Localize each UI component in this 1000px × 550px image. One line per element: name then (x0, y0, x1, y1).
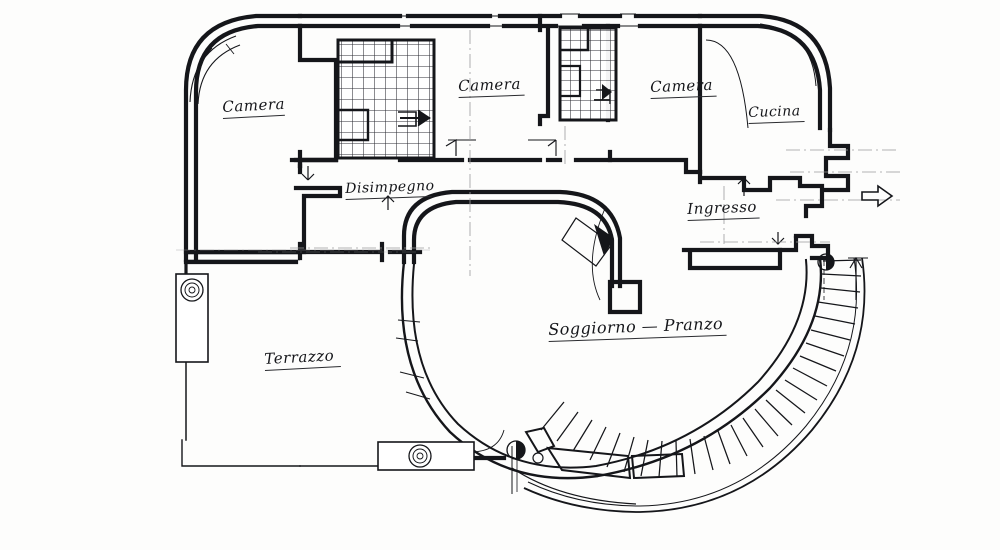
room-label-camera-left: Camera (221, 94, 286, 119)
wall-terrace-south (181, 439, 301, 467)
door-arc-soggiorno (591, 205, 607, 301)
columns (175, 273, 475, 471)
tiled-service-block-left (336, 38, 436, 160)
label-text: Camera (221, 94, 286, 116)
wall-mid-horizontal-left (183, 241, 303, 261)
curved-exterior-stair (511, 257, 866, 513)
wall-soggiorno-outer-curve-inner (411, 258, 808, 469)
room-label-camera-right: Camera (649, 75, 717, 99)
wall-bedroom-south-e (607, 149, 703, 175)
window-soggiorno-sw-3 (399, 371, 425, 379)
wall-soggiorno-outer-curve (400, 256, 823, 480)
window-nw-bay (189, 35, 237, 103)
room-label-terrazzo: Terrazzo (263, 346, 341, 371)
room-label-disimpegno: Disimpegno (344, 177, 435, 200)
room-label-camera-center: Camera (457, 74, 525, 98)
door-arc-cucina (705, 39, 749, 129)
wall-center-partition (537, 13, 551, 127)
stair-direction-arrow (823, 256, 868, 300)
label-text: Ingresso (686, 197, 758, 218)
round-column-terrace-south (377, 441, 475, 471)
window-north-3 (556, 13, 584, 27)
wall-east-entry (803, 127, 851, 219)
window-openings (186, 13, 817, 400)
wall-ingresso-block (681, 247, 783, 271)
window-soggiorno-sw-1 (397, 319, 421, 323)
basin-fixture-entry (817, 253, 835, 271)
wall-northwest-curve-inner (193, 23, 303, 263)
stair-landing-blocks (524, 426, 686, 480)
fixtures (506, 253, 835, 464)
stair-landing-edge (511, 467, 637, 505)
centerlines (176, 30, 900, 276)
stair-outer-edge-2 (527, 257, 858, 507)
window-north-4 (618, 13, 640, 27)
window-soggiorno-sw-4 (405, 391, 431, 400)
label-text: Camera (457, 74, 522, 95)
wall-east-entry-lower (793, 233, 831, 261)
wall-disimpegno-nw (293, 185, 343, 255)
stair-outer-edge (523, 257, 866, 513)
opening-mid-left (186, 253, 300, 261)
wall-soggiorno-inner-curve (401, 189, 623, 289)
window-nw-bay-2 (197, 44, 241, 105)
window-ne-bay (759, 23, 817, 87)
fireplace-block (607, 279, 643, 315)
room-label-ingresso: Ingresso (686, 197, 760, 221)
room-label-cucina: Cucina (747, 103, 805, 124)
label-text: Terrazzo (263, 346, 335, 368)
window-north-2 (488, 15, 504, 27)
label-text: Disimpegno (344, 177, 435, 197)
basin-fixture-soggiorno (506, 440, 544, 464)
wall-soggiorno-inner-curve-2 (411, 199, 615, 289)
tiled-service-block-right (558, 26, 618, 122)
wall-disimpegno-run (301, 241, 385, 263)
wall-northeast-curve (697, 13, 833, 133)
wall-northeast-curve-inner (697, 23, 823, 131)
door-leaf-soggiorno-fill (594, 224, 614, 256)
window-soggiorno-sw-2 (395, 337, 419, 342)
label-text: Camera (649, 75, 714, 96)
window-north-1 (400, 15, 412, 27)
label-text: Cucina (747, 103, 801, 121)
structural-walls (181, 13, 851, 480)
stair-treads (540, 259, 862, 478)
door-jamb-marks (301, 138, 785, 245)
wall-northwest-curve (183, 13, 303, 263)
round-column-terrace-west (175, 273, 209, 363)
